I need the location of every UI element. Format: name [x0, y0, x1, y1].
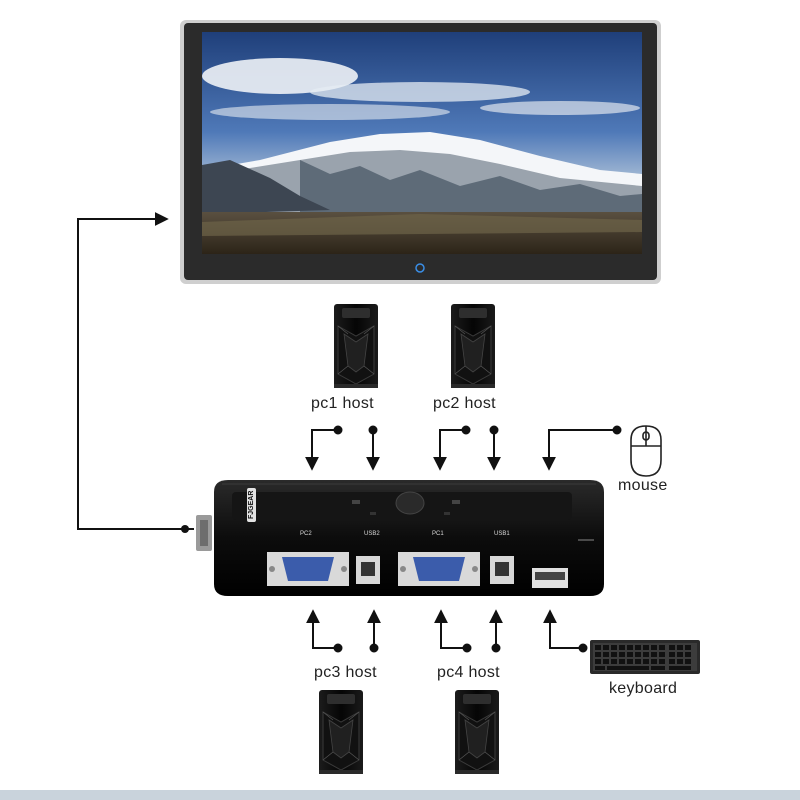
video-out-connection — [77, 212, 194, 533]
pc3-host-label: pc3 host — [314, 664, 377, 681]
switch-port-label-usb2: USB2 — [364, 531, 380, 537]
pc1-tower-icon — [333, 303, 379, 389]
top-arrows — [305, 425, 622, 471]
monitor — [180, 20, 661, 284]
bottom-strip — [0, 790, 800, 800]
pc3-tower-icon — [318, 689, 364, 775]
vga-port-2-icon — [267, 552, 349, 586]
bottom-arrows — [306, 609, 588, 653]
keyboard-label: keyboard — [609, 680, 678, 697]
pc4-host-label: pc4 host — [437, 664, 500, 681]
usb-a-port-icon — [532, 568, 568, 588]
switch-port-label-pc2: PC2 — [300, 531, 312, 537]
switch-port-label-pc1: PC1 — [432, 531, 444, 537]
keyboard-icon — [590, 640, 700, 674]
mouse-icon — [630, 425, 662, 477]
vga-port-1-icon — [398, 552, 480, 586]
pc4-tower-icon — [454, 689, 500, 775]
power-led-icon — [415, 263, 425, 273]
mouse-label: mouse — [618, 477, 668, 494]
switch-port-label-usb1: USB1 — [494, 531, 510, 537]
monitor-screen-landscape — [202, 32, 642, 254]
pc2-tower-icon — [450, 303, 496, 389]
pc2-host-label: pc2 host — [433, 395, 496, 412]
switch-brand-label: FJGEAR — [247, 487, 256, 522]
switch-button-icon — [395, 491, 425, 515]
usb-b-port-2-icon — [356, 556, 380, 584]
usb-b-port-1-icon — [490, 556, 514, 584]
pc1-host-label: pc1 host — [311, 395, 374, 412]
kvm-switch — [196, 480, 604, 596]
